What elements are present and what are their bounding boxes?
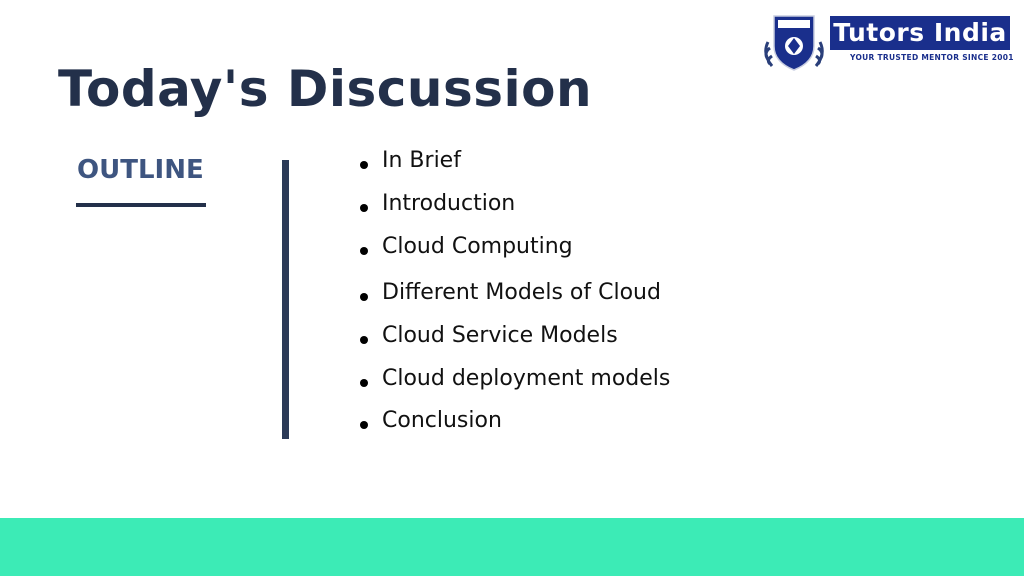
bullet-icon	[360, 420, 368, 429]
bullet-icon	[360, 203, 368, 212]
list-item-text: Cloud Computing	[382, 234, 573, 259]
list-item-text: In Brief	[382, 148, 461, 173]
list-item: Cloud deployment models	[360, 366, 670, 391]
vertical-divider	[282, 160, 289, 439]
list-item-text: Cloud Service Models	[382, 323, 618, 348]
slide-title: Today's Discussion	[58, 60, 593, 118]
bullet-icon	[360, 246, 368, 255]
outline-underline	[76, 203, 206, 207]
list-item: Cloud Computing	[360, 234, 573, 259]
footer-band	[0, 518, 1024, 576]
list-item-text: Different Models of Cloud	[382, 280, 661, 305]
tutors-india-logo: Tutors India YOUR TRUSTED MENTOR SINCE 2…	[758, 12, 1014, 72]
list-item-text: Conclusion	[382, 408, 502, 433]
list-item: Cloud Service Models	[360, 323, 618, 348]
bullet-icon	[360, 292, 368, 301]
list-item: Conclusion	[360, 408, 502, 433]
outline-label: OUTLINE	[77, 155, 204, 185]
list-item: In Brief	[360, 148, 461, 173]
list-item-text: Introduction	[382, 191, 516, 216]
list-item: Introduction	[360, 191, 515, 216]
list-item-text: Cloud deployment models	[382, 366, 671, 391]
bullet-icon	[360, 378, 368, 387]
logo-name: Tutors India	[830, 16, 1010, 50]
bullet-icon	[360, 335, 368, 344]
list-item: Different Models of Cloud	[360, 280, 661, 305]
bullet-icon	[360, 160, 368, 169]
logo-tagline: YOUR TRUSTED MENTOR SINCE 2001	[850, 53, 1014, 62]
crest-icon	[764, 15, 824, 71]
